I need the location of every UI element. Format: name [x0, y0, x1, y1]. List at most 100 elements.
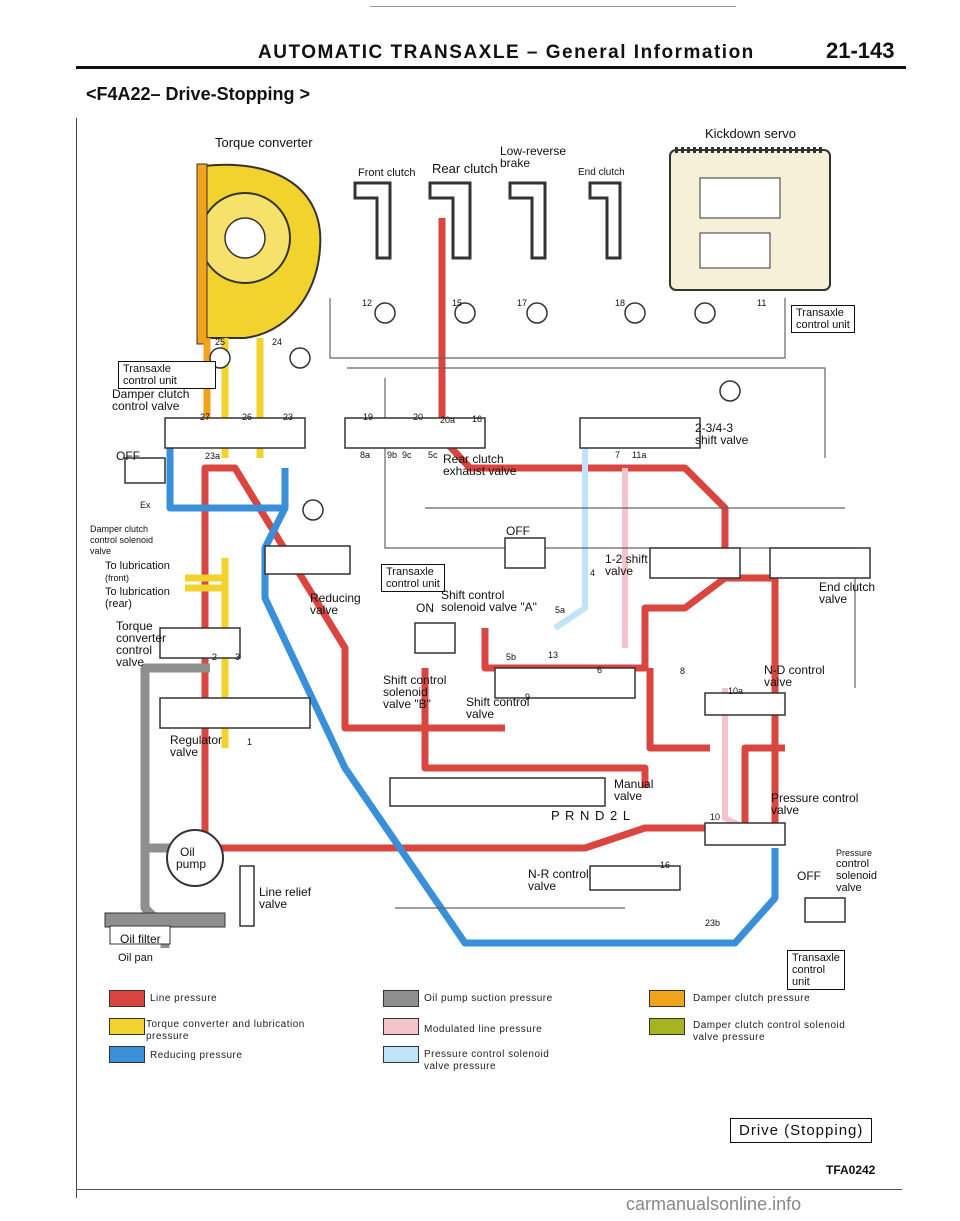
label-solenoid-b-1: Shift control	[383, 673, 447, 687]
port-number-23: 23	[283, 412, 294, 422]
legend-swatch-line	[109, 990, 145, 1007]
legend-label-dcc-solenoid-1: Damper clutch control solenoid	[693, 1020, 846, 1031]
label-nr-control-2: valve	[528, 879, 557, 893]
legend-swatch-reducing	[109, 1046, 145, 1063]
legend-label-dcc-solenoid-2: valve pressure	[693, 1032, 766, 1043]
legend-label-pcs-2: valve pressure	[424, 1061, 497, 1072]
drive-stopping-label: Drive (Stopping)	[730, 1118, 873, 1143]
port-number-13: 13	[548, 650, 559, 660]
label-manual-valve-2: valve	[614, 789, 643, 803]
label-off-damper: OFF	[116, 449, 140, 463]
port-number-11a: 11a	[632, 450, 647, 460]
port-number-6: 6	[597, 665, 603, 675]
port-number-8a: 8a	[360, 450, 371, 460]
low-reverse-brake-shape	[508, 181, 547, 260]
rear-clutch-shape	[428, 181, 472, 260]
label-shift-control-valve-1: Shift control	[466, 695, 530, 709]
label-kickdown-servo: Kickdown servo	[705, 126, 797, 141]
label-solenoid-b-2: solenoid	[383, 685, 428, 699]
end-clutch-shape	[588, 181, 622, 260]
label-pcs-3: solenoid	[836, 870, 877, 882]
label-low-reverse-brake-1: Low-reverse	[500, 144, 567, 158]
port-number-9: 9	[525, 692, 531, 702]
figure-code: TFA0242	[826, 1163, 876, 1177]
legend-swatch-modulated	[383, 1018, 419, 1035]
oil-pump-shape	[166, 829, 224, 887]
label-tcc-valve-1: Torque	[116, 619, 153, 633]
label-nd-control-valve-2: valve	[764, 675, 793, 689]
legend-label-converter-1: Torque converter and lubrication	[146, 1019, 305, 1030]
converter-pressure-passages	[185, 338, 264, 748]
label-lubrication-front-2: (front)	[105, 573, 130, 583]
legend-label-line: Line pressure	[150, 993, 218, 1004]
legend-swatch-converter	[109, 1018, 145, 1035]
port-number-23a: 23a	[205, 451, 221, 461]
port-number-19: 19	[363, 412, 374, 422]
port-number-26: 26	[242, 412, 253, 422]
label-pressure-control-valve-2: valve	[771, 803, 800, 817]
port-number-10a: 10a	[728, 686, 744, 696]
port-number-15: 15	[452, 298, 463, 308]
pcs-pressure-passages	[553, 428, 588, 631]
torque-converter-shape	[196, 163, 322, 345]
kickdown-servo-shape	[669, 147, 831, 291]
label-ex-damper: Ex	[140, 500, 151, 510]
label-reducing-valve-1: Reducing	[310, 591, 361, 605]
port-number-23b: 23b	[705, 918, 721, 928]
label-damper-solenoid-1: Damper clutch	[90, 524, 149, 534]
legend-label-modulated: Modulated line pressure	[424, 1024, 543, 1035]
label-rear-clutch: Rear clutch	[432, 161, 498, 176]
port-number-5c: 5c	[428, 450, 438, 460]
legend-label-pcs-1: Pressure control solenoid	[424, 1049, 550, 1060]
label-12-shift-valve-1: 1-2 shift	[605, 552, 648, 566]
watermark-text: carmanualsonline.info	[626, 1194, 802, 1214]
label-damper-clutch-control-valve-2: control valve	[112, 399, 180, 413]
port-number-5a: 5a	[555, 605, 566, 615]
label-tcc-valve-2: converter	[116, 631, 167, 645]
label-pcs-4: valve	[836, 882, 862, 894]
valve-bodies	[124, 417, 871, 927]
top-rule	[370, 6, 736, 7]
label-rear-clutch-exhaust-1: Rear clutch	[443, 452, 504, 466]
legend-label-suction: Oil pump suction pressure	[424, 993, 553, 1004]
port-number-3: 3	[235, 652, 241, 662]
legend-label-reducing: Reducing pressure	[150, 1050, 243, 1061]
port-number-20a: 20a	[440, 415, 456, 425]
label-oil-filter: Oil filter	[120, 932, 161, 946]
front-clutch-shape	[353, 181, 392, 260]
label-line-relief-1: Line relief	[259, 885, 312, 899]
label-shift-control-valve-2: valve	[466, 707, 495, 721]
port-number-18: 18	[615, 298, 626, 308]
port-number-10: 10	[710, 812, 721, 822]
label-pcs-1: Pressure	[836, 848, 873, 858]
bottom-rule	[76, 1189, 902, 1190]
label-regulator-valve-2: valve	[170, 745, 199, 759]
label-solenoid-a-1: Shift control	[441, 588, 505, 602]
port-number-27: 27	[200, 412, 211, 422]
page-number: 21-143	[826, 38, 895, 63]
legend-swatch-dcc-solenoid	[649, 1018, 685, 1035]
page-title: AUTOMATIC TRANSAXLE – General Informatio…	[258, 42, 755, 63]
port-number-5b: 5b	[506, 652, 517, 662]
label-2343-shift-valve-2: shift valve	[695, 433, 749, 447]
section-subtitle: <F4A22– Drive-Stopping >	[86, 84, 311, 104]
oil-pan-shape	[104, 912, 226, 928]
passage-outlines	[329, 298, 856, 909]
port-number-2: 2	[212, 652, 218, 662]
label-2343-shift-valve-1: 2-3/4-3	[695, 421, 734, 435]
left-margin-rule	[76, 118, 77, 1198]
label-solenoid-b-3: valve "B"	[383, 697, 431, 711]
label-solenoid-a-2: solenoid valve "A"	[441, 600, 537, 614]
hydraulic-circuit-diagram	[104, 147, 871, 948]
port-number-24: 24	[272, 337, 283, 347]
label-12-shift-valve-2: valve	[605, 564, 634, 578]
port-number-17: 17	[517, 298, 528, 308]
legend-swatch-suction	[383, 990, 419, 1007]
port-number-16: 16	[472, 414, 483, 424]
oil-filter-shape	[109, 925, 171, 945]
label-manual-valve-1: Manual	[614, 777, 654, 791]
port-number-11: 11	[757, 298, 767, 308]
